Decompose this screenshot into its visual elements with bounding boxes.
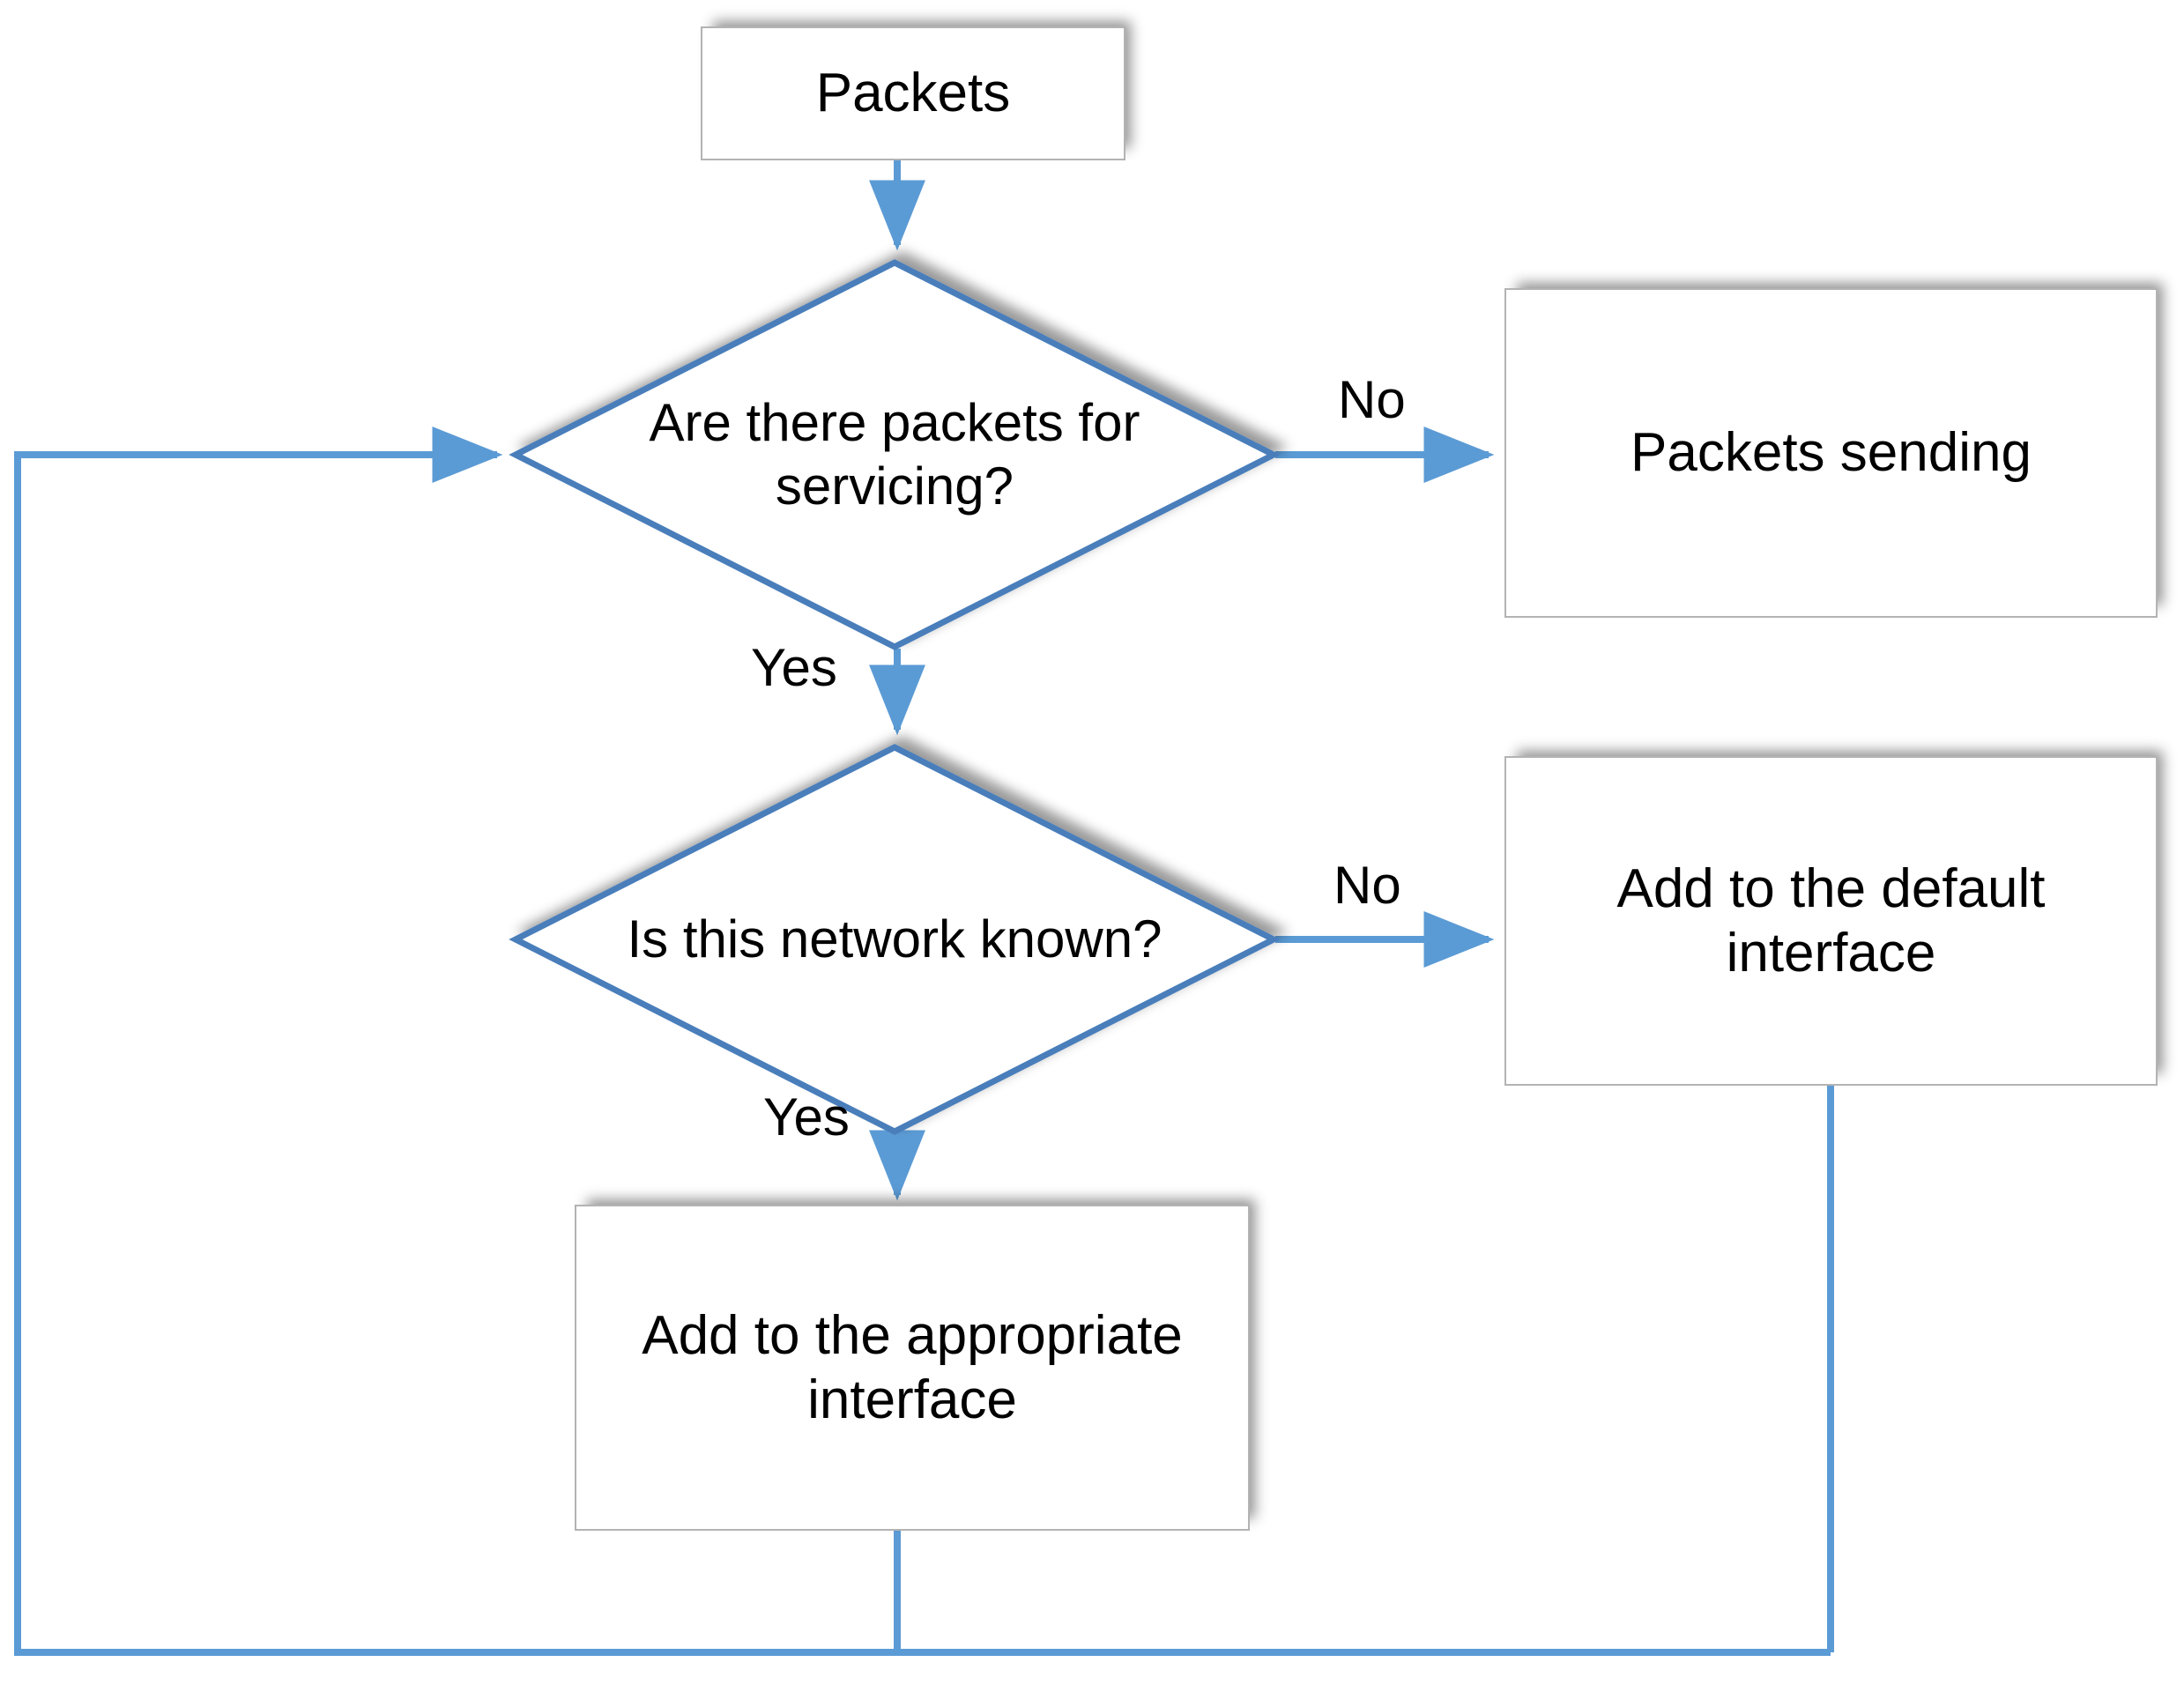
diamond-shape-packets-servicing [509,259,1281,650]
node-packets-servicing-label: Are there packets for servicing? [649,393,1140,516]
edge-label-no-known: No [1333,856,1401,915]
node-packets-servicing-decision[interactable]: Are there packets for servicing? [513,261,1276,649]
node-default-interface[interactable]: Add to the default interface [1504,756,2158,1086]
node-default-interface-label: Add to the default interface [1616,857,2046,983]
node-appropriate-interface-label: Add to the appropriate interface [642,1304,1183,1430]
node-packets[interactable]: Packets [701,26,1125,160]
node-packets-sending-label: Packets sending [1631,422,2032,484]
edge-label-yes-servicing: Yes [751,638,837,697]
node-packets-sending[interactable]: Packets sending [1504,288,2158,618]
edge-feedback-loop [14,427,1831,1656]
edge-label-no-servicing: No [1338,370,1406,429]
node-packets-label: Packets [815,63,1011,124]
node-network-known-decision[interactable]: Is this network known? [513,746,1276,1133]
node-appropriate-interface[interactable]: Add to the appropriate interface [575,1205,1250,1531]
diamond-shape-network-known [509,744,1281,1135]
edge-label-yes-known: Yes [763,1087,850,1147]
node-network-known-label: Is this network known? [627,909,1163,968]
